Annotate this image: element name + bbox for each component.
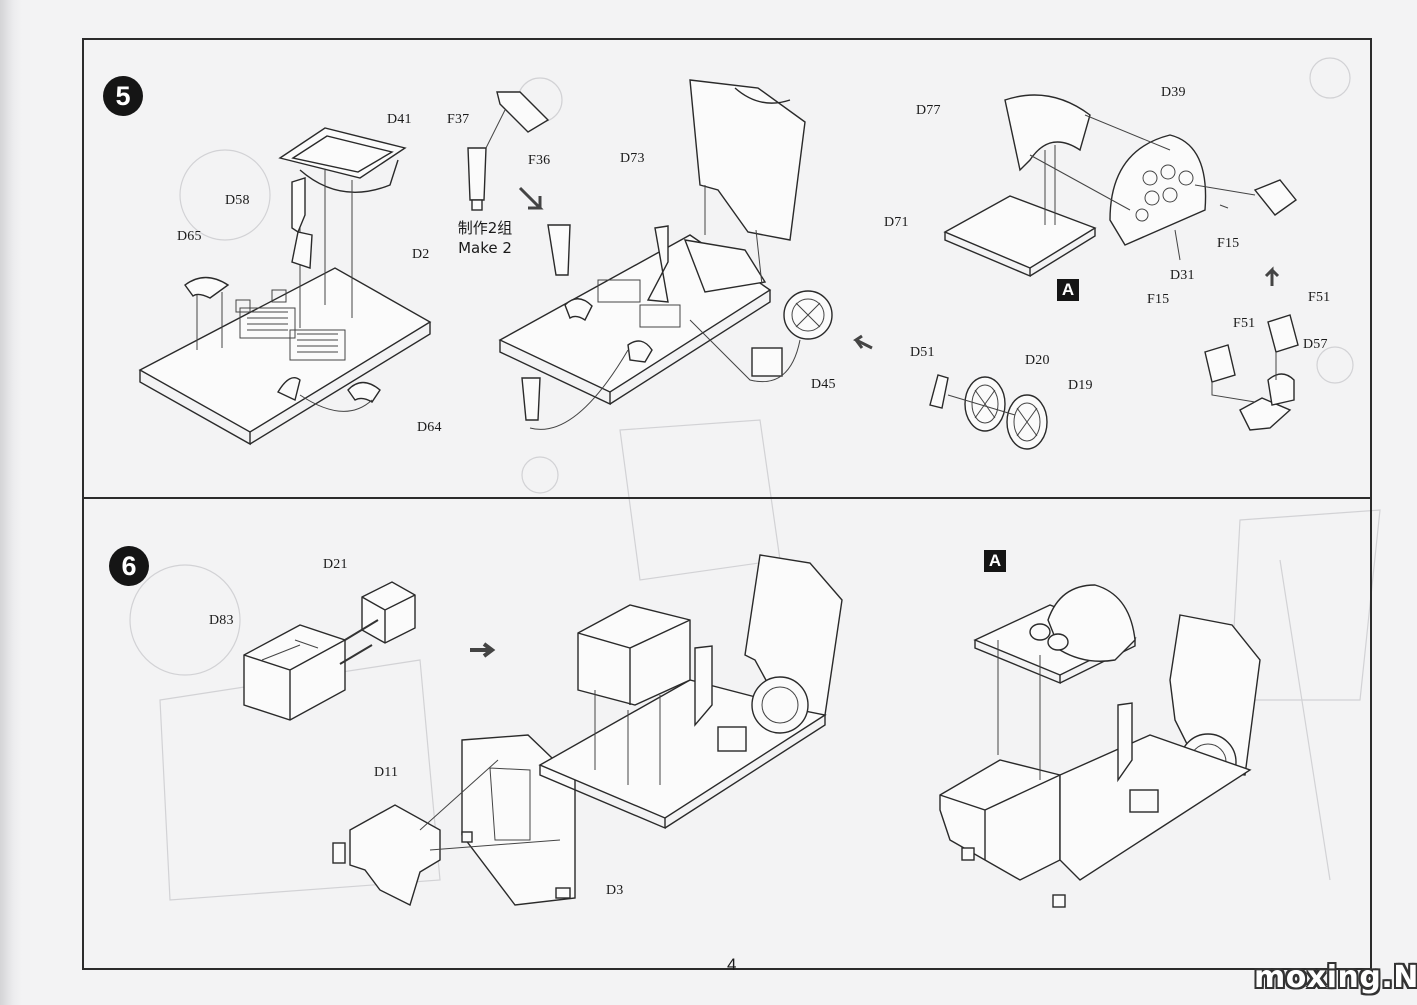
part-label-d65: D65 xyxy=(177,229,202,244)
part-label-f37: F37 xyxy=(447,112,470,127)
part-label-d58: D58 xyxy=(225,193,250,208)
part-label-f51-left: F51 xyxy=(1233,316,1256,331)
part-label-d39: D39 xyxy=(1161,85,1186,100)
watermark-logo: moxing.NET xyxy=(1254,960,1417,995)
f37-f36-parts xyxy=(467,91,550,211)
part-label-d77: D77 xyxy=(916,103,941,118)
d65-pedal xyxy=(184,276,230,299)
part-label-d3: D3 xyxy=(606,883,624,898)
d58-lever xyxy=(291,177,313,269)
part-label-f51-right: F51 xyxy=(1308,290,1331,305)
part-label-d31: D31 xyxy=(1170,268,1195,283)
d21-d83-parts xyxy=(243,581,416,721)
f51-d57-parts xyxy=(1204,314,1299,431)
step5-middle-assembly xyxy=(498,79,833,430)
part-label-f15-upper: F15 xyxy=(1217,236,1240,251)
make-2-note-cn: 制作2组 xyxy=(457,219,513,237)
step6-right-assembly xyxy=(939,584,1261,908)
wheel-parts xyxy=(929,374,1048,450)
part-label-d20: D20 xyxy=(1025,353,1050,368)
part-label-d71: D71 xyxy=(884,215,909,230)
subassembly-a-marker-step5: A xyxy=(1057,279,1079,301)
d64-pedal xyxy=(347,381,381,403)
part-label-f15-lower: F15 xyxy=(1147,292,1170,307)
part-label-d41: D41 xyxy=(387,112,412,127)
part-label-d21: D21 xyxy=(323,557,348,572)
part-label-d19: D19 xyxy=(1068,378,1093,393)
step-6-badge: 6 xyxy=(109,546,149,586)
step6-arrow xyxy=(470,642,496,658)
part-label-d11: D11 xyxy=(374,765,399,780)
part-label-d64: D64 xyxy=(417,420,442,435)
d41-tray xyxy=(278,127,407,328)
subassembly-a-parts xyxy=(943,94,1298,278)
step-5-badge: 5 xyxy=(103,76,143,116)
page-binding-edge xyxy=(0,0,22,1005)
step-divider xyxy=(82,497,1372,499)
page-frame xyxy=(82,38,1372,970)
part-label-d83: D83 xyxy=(209,613,234,628)
make-2-note: 制作2组 Make 2 xyxy=(445,218,525,258)
part-label-d73: D73 xyxy=(620,151,645,166)
part-label-d45: D45 xyxy=(811,377,836,392)
subassembly-a-marker-step6: A xyxy=(984,550,1006,572)
make-2-note-en: Make 2 xyxy=(458,239,512,257)
part-label-f36: F36 xyxy=(528,153,551,168)
part-label-d51: D51 xyxy=(910,345,935,360)
part-label-d57: D57 xyxy=(1303,337,1328,352)
part-label-d2: D2 xyxy=(412,247,430,262)
d2-floor-plate xyxy=(138,267,432,446)
step6-middle-assembly xyxy=(538,554,843,830)
page-number: 4 xyxy=(727,955,737,974)
